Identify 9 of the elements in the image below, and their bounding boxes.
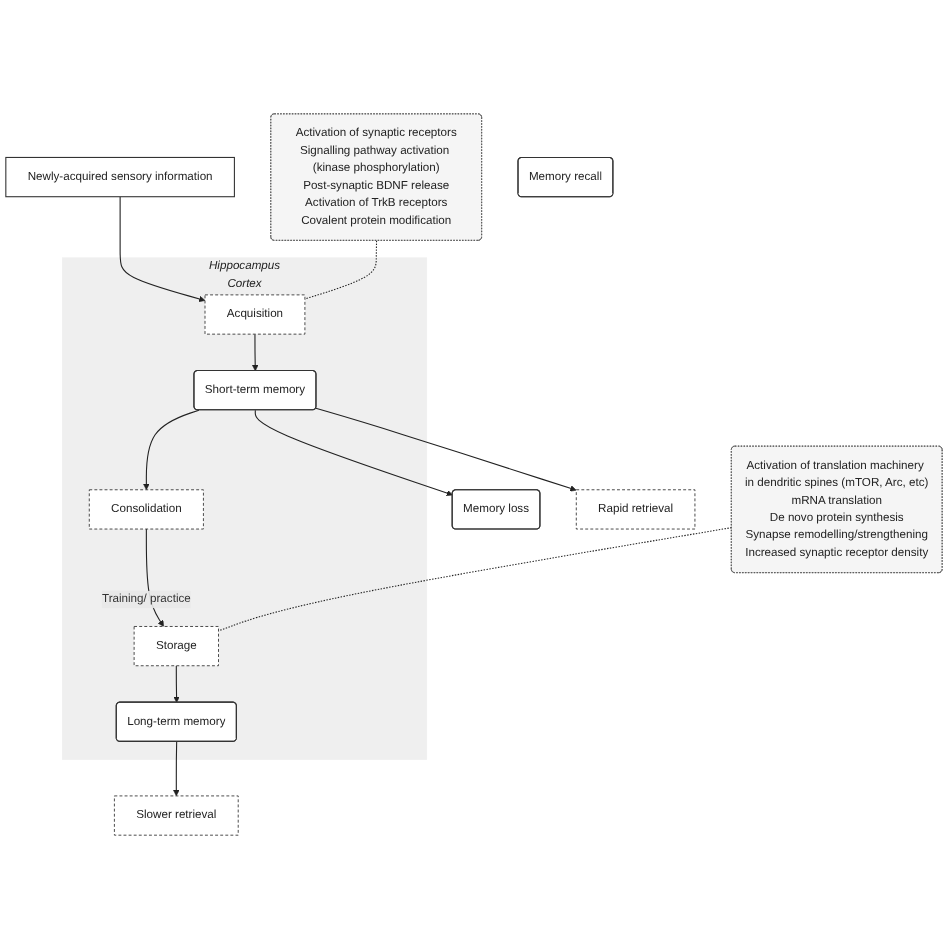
arrow <box>173 664 180 703</box>
arrow <box>315 407 577 491</box>
arrow <box>252 333 259 371</box>
arrow <box>143 409 200 490</box>
connector <box>304 239 378 299</box>
arrow <box>254 409 453 496</box>
connector <box>217 526 733 631</box>
arrow <box>119 195 206 302</box>
arrow <box>173 740 180 796</box>
